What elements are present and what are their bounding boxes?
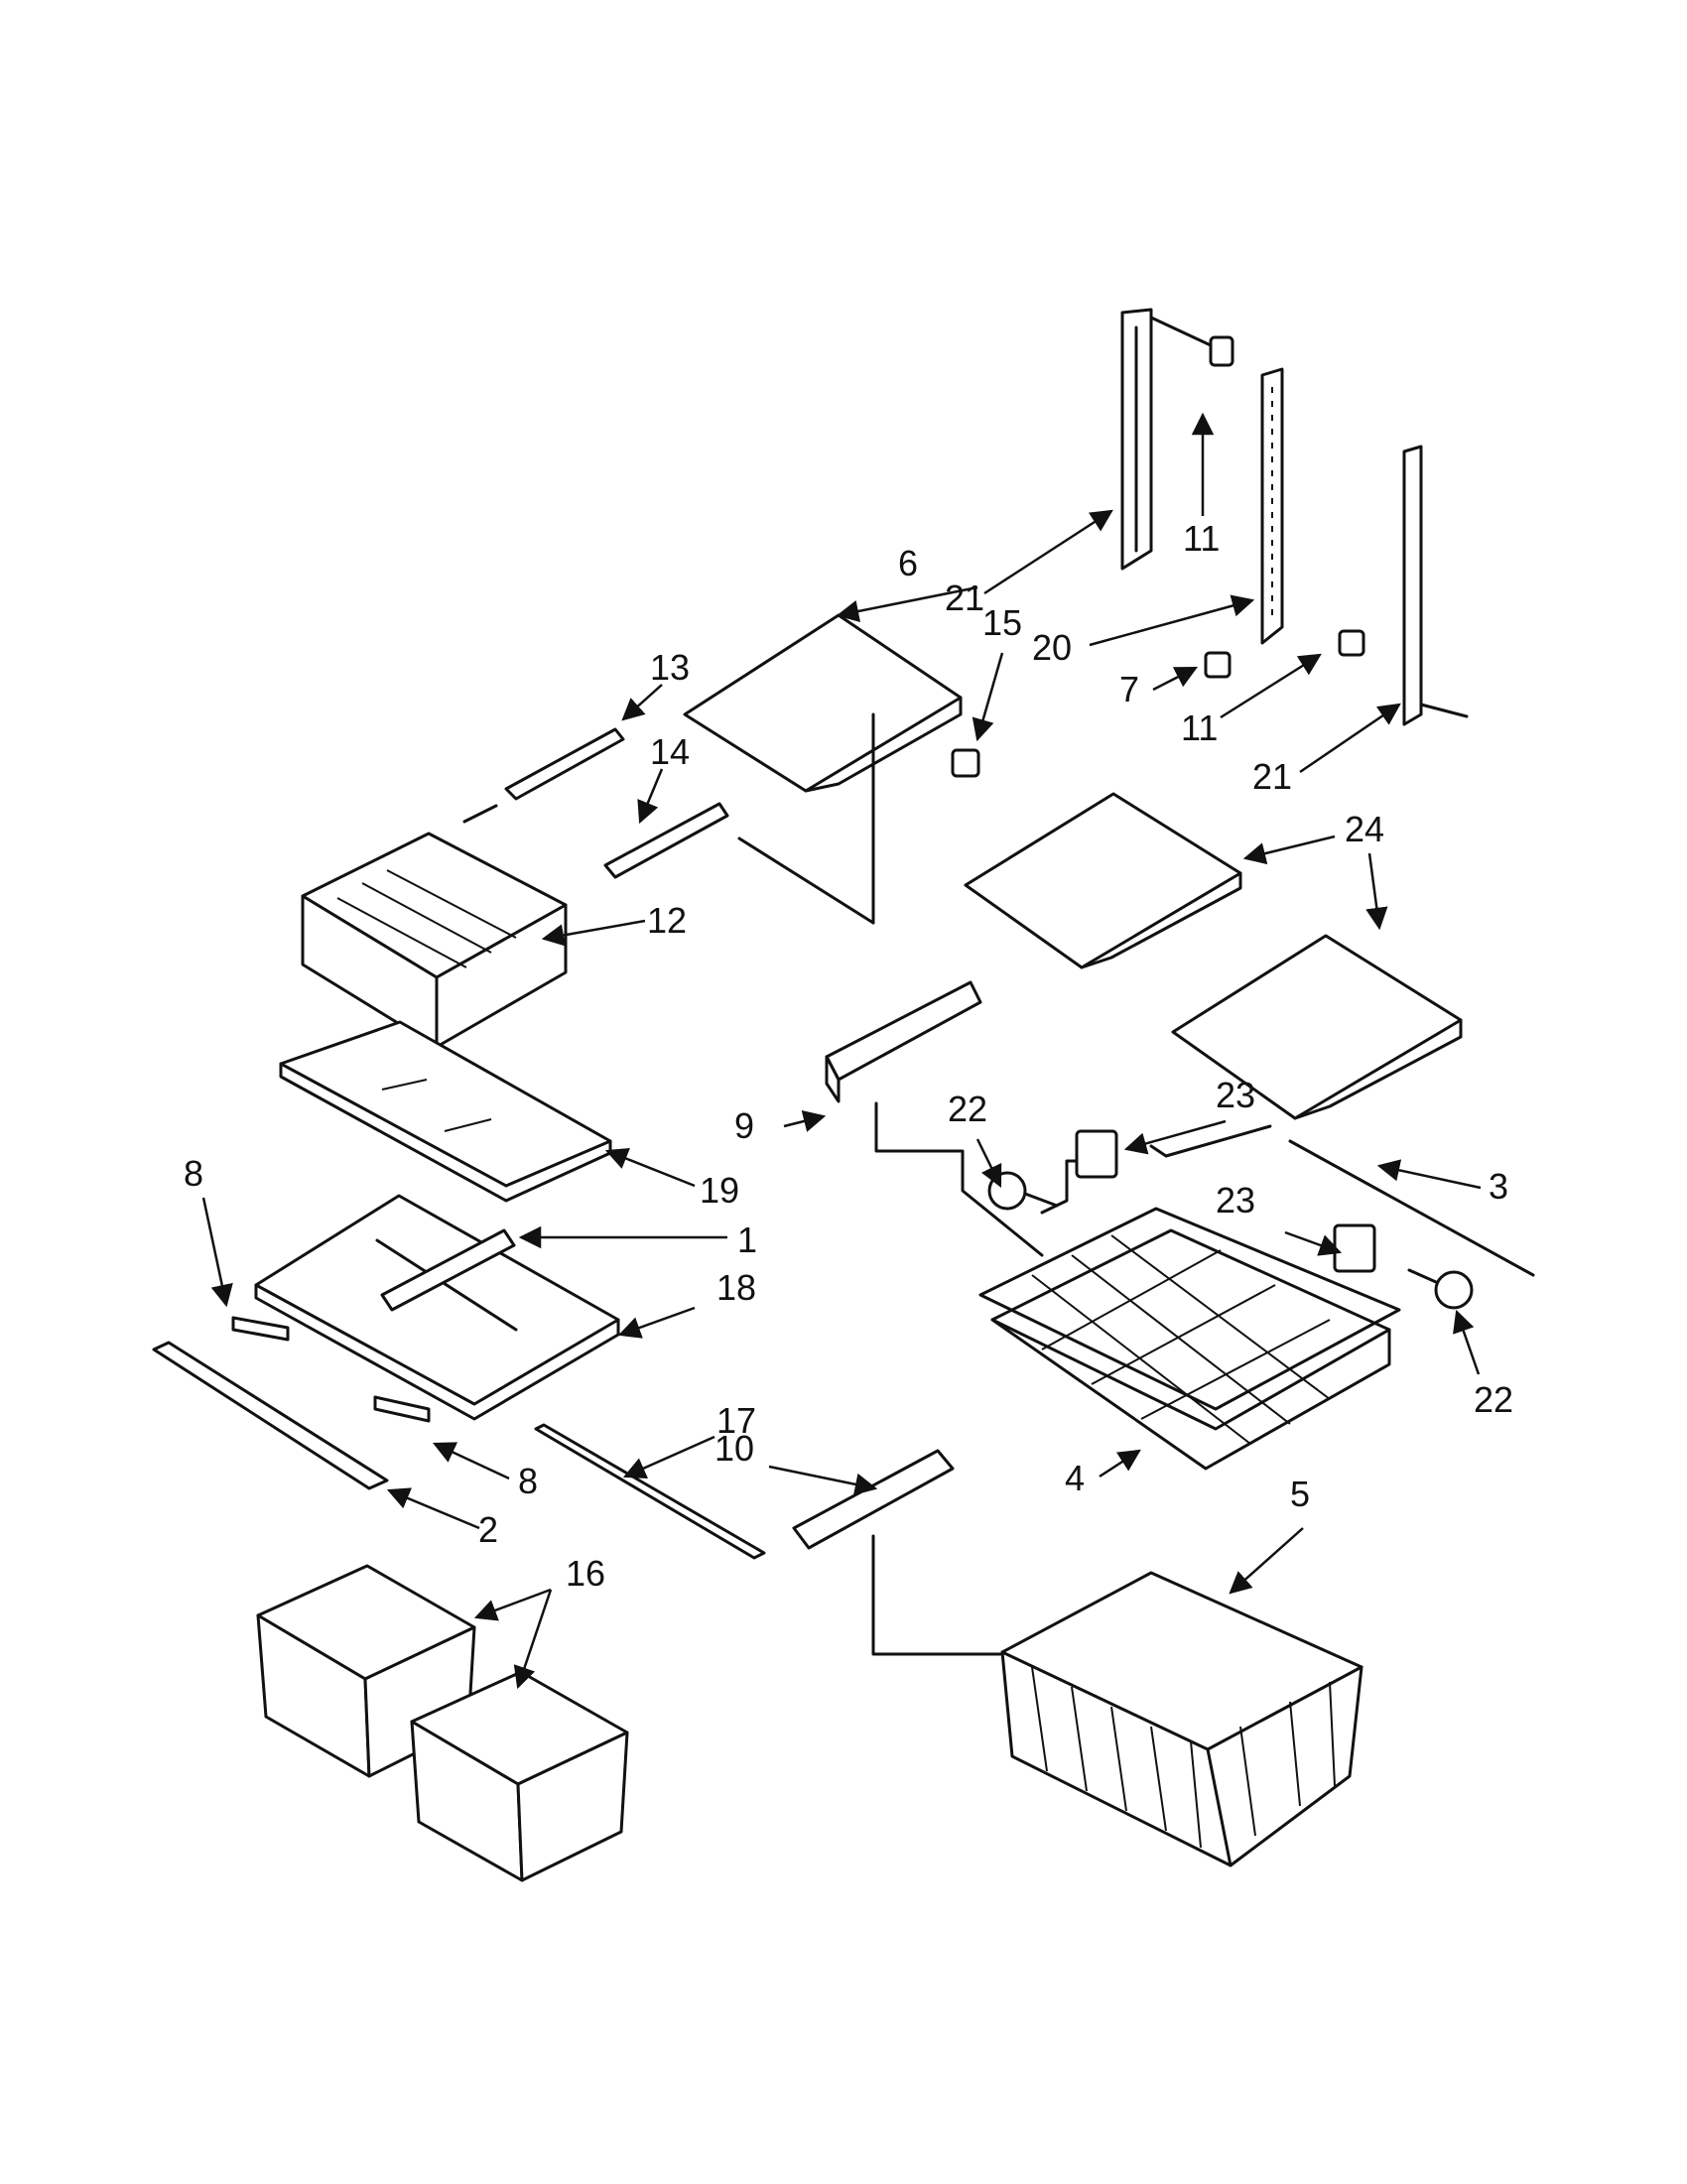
bin-16-upper [256,1564,476,1778]
callout-20: 20 [1032,627,1072,668]
rail-14 [603,802,875,925]
rail-13 [462,727,625,824]
bracket-23-right [1333,1223,1376,1273]
callout-11-top: 11 [1183,518,1220,559]
shelf-24-upper [964,792,1242,969]
callout-21-top: 21 [945,578,984,618]
trim-2 [152,1341,389,1490]
callout-23-top: 23 [1216,1075,1255,1115]
shelf-rail-left [1120,308,1153,571]
callout-10: 10 [714,1428,754,1469]
callout-14: 14 [650,731,690,772]
rod-3 [1149,1124,1535,1277]
callout-3: 3 [1489,1166,1508,1207]
bin-16-lower [410,1670,629,1882]
clip-8-left [231,1316,290,1342]
callout-16: 16 [566,1553,605,1594]
callout-1: 1 [737,1220,757,1260]
callout-6: 6 [898,543,918,583]
screw-top [1149,316,1234,367]
rod-17 [534,1423,766,1560]
callout-23-bottom: 23 [1216,1180,1255,1220]
screw-right [1338,629,1365,657]
drawer-frame-18 [254,1194,620,1421]
slide-1 [380,1228,516,1312]
shelf-24-lower [1171,934,1463,1120]
callout-9: 9 [734,1105,754,1146]
callout-21-bottom: 21 [1252,756,1292,797]
clip-8-right [373,1395,431,1423]
shelf-rail-center [1260,367,1284,645]
callout-22-right: 22 [1474,1379,1513,1420]
screw-15 [951,748,980,778]
callout-7: 7 [1119,669,1139,709]
callout-19: 19 [700,1170,739,1211]
callout-18: 18 [716,1267,756,1308]
callout-22-left: 22 [948,1089,987,1129]
callout-17: 17 [716,1400,756,1441]
screw-center [1204,651,1232,679]
callout-labels: 1 2 3 4 5 6 7 8 8 9 10 11 11 12 13 14 15… [184,518,1513,1594]
callout-8-bottom: 8 [518,1461,538,1501]
divider-10 [792,1449,1004,1656]
shelf-rail-right [1402,445,1469,726]
callout-13: 13 [650,647,690,688]
basket-5 [1000,1571,1363,1867]
drawer-12 [301,832,568,1049]
callout-12: 12 [647,900,687,941]
callout-4: 4 [1065,1458,1085,1498]
callout-15: 15 [982,602,1022,643]
callout-5: 5 [1290,1474,1310,1514]
divider-9 [825,980,1044,1257]
gear-22-left [987,1171,1059,1211]
callout-2: 2 [478,1509,498,1550]
gear-22-right [1407,1268,1474,1310]
glass-shelf-19 [279,1020,612,1203]
callout-8-top: 8 [184,1153,203,1194]
leader-lines [201,412,1482,1690]
callout-24: 24 [1345,809,1384,849]
callout-11-bottom: 11 [1181,707,1218,748]
shelf-6 [683,613,963,925]
basket-4 [978,1207,1401,1471]
bracket-23-left [1040,1129,1118,1215]
